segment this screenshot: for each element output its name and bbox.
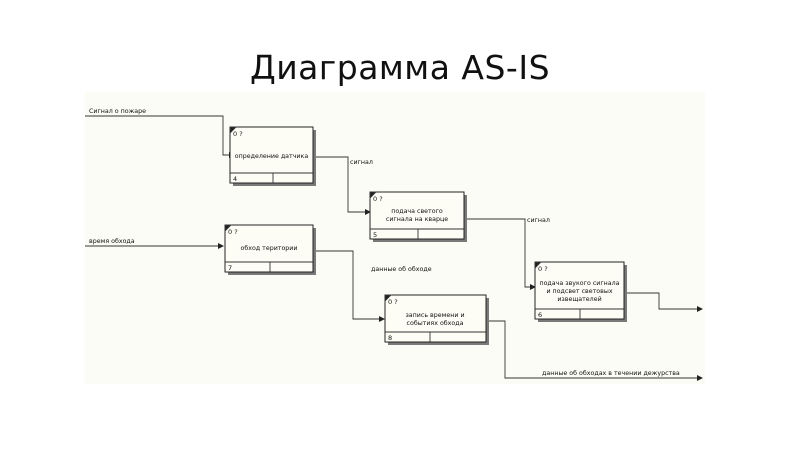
- box-number: 4: [233, 175, 237, 183]
- arrow-patrol-data: [316, 250, 379, 320]
- box-header: 0 ?: [388, 298, 398, 306]
- arrow-label-signal-1: сигнал: [350, 159, 373, 166]
- box-label-line-1: запись времени и: [405, 312, 464, 319]
- box-label-line-1: подача светого: [391, 208, 443, 215]
- arrowhead-icon: [365, 209, 371, 215]
- box-header: 0 ?: [228, 228, 238, 236]
- arrowhead-icon: [530, 284, 536, 290]
- activity-box-6: 0 ? подача звукого сигнала и подсвет све…: [534, 261, 627, 322]
- box-label-line-2: событиях обхода: [407, 319, 464, 327]
- box-label-line-1: подача звукого сигнала: [539, 280, 619, 287]
- box-number: 8: [388, 334, 392, 342]
- page-title: Диаграмма AS-IS: [249, 48, 551, 87]
- activity-box-7: 0 ? обход територии 7: [224, 224, 316, 275]
- box-label-line-2: и подсвет световых: [546, 288, 612, 295]
- arrowhead-icon: [697, 375, 703, 381]
- arrow-label-patrol-time: время обхода: [89, 237, 135, 245]
- box-label-line-3: извещателей: [557, 295, 601, 303]
- box-label-line-2: сигнала на кварце: [386, 216, 448, 223]
- arrow-signal-1: [316, 156, 365, 213]
- activity-box-8: 0 ? запись времени и событиях обхода 8: [384, 294, 489, 345]
- arrow-label-fire-signal: Сигнал о пожаре: [89, 108, 146, 115]
- idef0-diagram: Сигнал о пожаре время обхода сигнал сигн…: [85, 108, 703, 381]
- arrowhead-icon: [697, 306, 703, 312]
- box-number: 5: [373, 231, 377, 239]
- activity-box-5: 0 ? подача светого сигнала на кварце 5: [369, 191, 467, 242]
- arrow-label-shift-data: данные об обходах в течении дежурства: [542, 369, 680, 377]
- activity-box-4: 0 ? определение датчика 4: [229, 126, 316, 186]
- box-label: обход територии: [240, 244, 297, 252]
- arrowhead-icon: [218, 243, 224, 249]
- arrow-signal-2: [467, 218, 530, 288]
- box-number: 7: [228, 264, 232, 272]
- arrow-output-6: [627, 292, 697, 310]
- box-number: 6: [538, 311, 542, 319]
- box-header: 0 ?: [538, 265, 548, 273]
- arrow-shift-data: [489, 320, 697, 379]
- arrow-label-patrol-data: данные об обходе: [371, 265, 432, 273]
- arrow-label-signal-2: сигнал: [527, 217, 550, 224]
- arrowhead-icon: [379, 316, 385, 322]
- box-header: 0 ?: [233, 130, 243, 138]
- box-header: 0 ?: [373, 195, 383, 203]
- arrow-fire-signal: [85, 115, 229, 156]
- box-label: определение датчика: [235, 153, 309, 160]
